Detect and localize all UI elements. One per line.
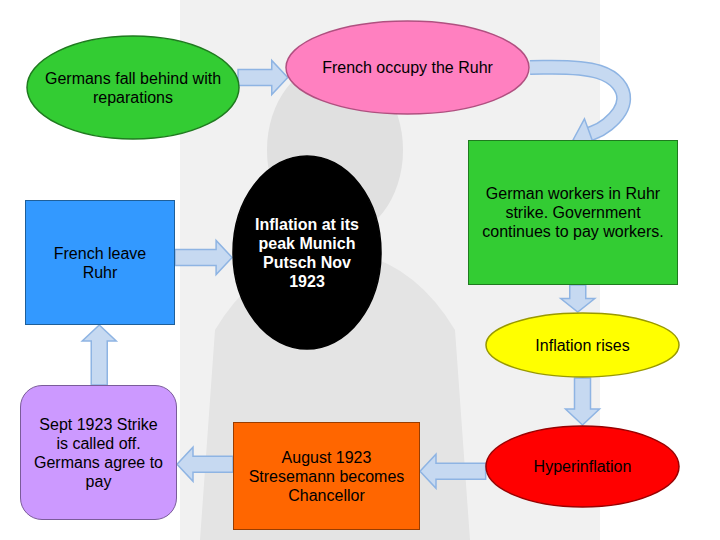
flow-arrow	[561, 285, 595, 312]
text-block: Inflation rises	[507, 336, 659, 355]
event-ellipse: Hyperinflation	[485, 425, 680, 508]
peak-ellipse: Inflation at its peak Munich Putsch Nov …	[232, 155, 382, 350]
ellipse-shape	[286, 21, 529, 114]
flow-arrow	[175, 241, 232, 275]
node-label: Sept 1923 Strike is called off. Germans …	[32, 415, 165, 491]
flow-arrow	[420, 454, 486, 488]
ellipse-shape	[27, 36, 239, 139]
ellipse-outline	[26, 35, 240, 140]
block-arrow	[82, 325, 116, 385]
node-label: Inflation at its peak Munich Putsch Nov …	[246, 215, 369, 291]
ellipse-outline	[232, 155, 382, 350]
event-ellipse: French occupy the Ruhr	[285, 20, 530, 115]
process-box: Sept 1923 Strike is called off. Germans …	[20, 385, 177, 520]
process-box: French leave Ruhr	[25, 200, 175, 325]
start-ellipse: Germans fall behind with reparations	[26, 35, 240, 140]
arrow-shaft	[530, 67, 624, 134]
text-block: Germans fall behind with reparations	[37, 69, 230, 107]
text-block: German workers in Ruhr strike. Governmen…	[477, 184, 670, 241]
node-label: Inflation rises	[507, 336, 659, 355]
ellipse-shape	[486, 313, 679, 377]
process-box: German workers in Ruhr strike. Governmen…	[468, 140, 678, 285]
node-label: French occupy the Ruhr	[310, 58, 506, 77]
node-label: Hyperinflation	[505, 457, 661, 476]
text-block: French leave Ruhr	[36, 244, 164, 282]
text-block: August 1923 Stresemann becomes Chancello…	[244, 448, 409, 505]
text-block: Inflation at its peak Munich Putsch Nov …	[246, 215, 369, 291]
flow-arrow	[530, 67, 624, 149]
text-block: Sept 1923 Strike is called off. Germans …	[32, 415, 165, 491]
block-arrow	[566, 378, 600, 425]
block-arrow	[420, 454, 486, 488]
ellipse-shape	[233, 156, 381, 349]
event-ellipse: Inflation rises	[485, 312, 680, 378]
flow-arrow	[177, 447, 233, 481]
block-arrow	[238, 61, 288, 95]
flow-arrow	[238, 61, 288, 95]
node-label: Germans fall behind with reparations	[37, 69, 230, 107]
flow-arrow	[566, 378, 600, 425]
process-box: August 1923 Stresemann becomes Chancello…	[233, 422, 420, 530]
block-arrow	[177, 447, 233, 481]
block-arrow	[561, 285, 595, 312]
node-label: August 1923 Stresemann becomes Chancello…	[244, 448, 409, 505]
ellipse-shape	[486, 426, 679, 507]
text-block: Hyperinflation	[505, 457, 661, 476]
node-label: German workers in Ruhr strike. Governmen…	[477, 184, 670, 241]
arrow-outline	[530, 67, 624, 134]
block-arrow	[175, 241, 232, 275]
node-label: French leave Ruhr	[36, 244, 164, 282]
text-block: French occupy the Ruhr	[310, 58, 506, 77]
flow-arrow	[82, 325, 116, 385]
